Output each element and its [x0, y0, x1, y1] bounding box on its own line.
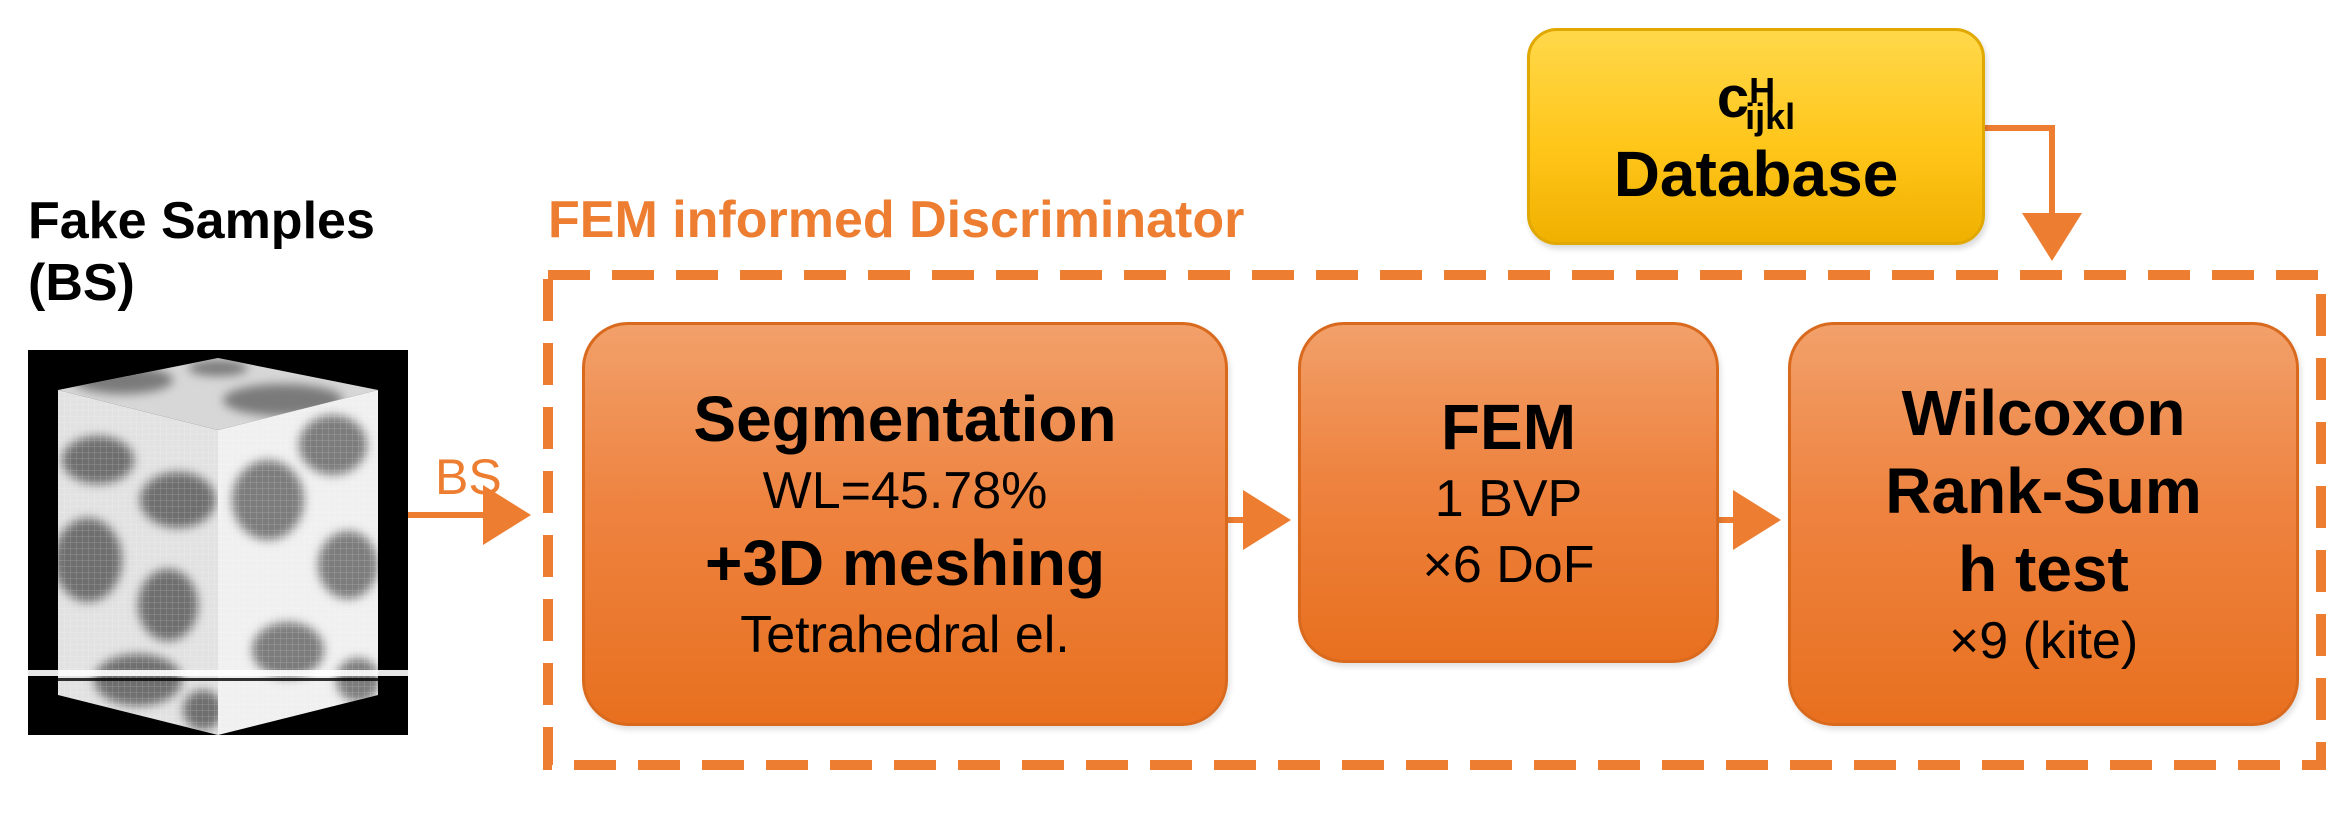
database-label: Database: [1613, 138, 1899, 210]
discriminator-title: FEM informed Discriminator: [548, 191, 1245, 249]
wilcoxon-count: ×9 (kite): [1948, 612, 2139, 670]
database-to-frame-arrow: [1979, 125, 2082, 261]
segmentation-wl: WL=45.78%: [762, 462, 1048, 520]
sample-cube-image: [28, 350, 408, 735]
wilcoxon-title-line3: h test: [1958, 533, 2129, 605]
fake-samples-title-line2: (BS): [28, 254, 135, 312]
stiffness-symbol-base: c: [1716, 65, 1750, 130]
element-type: Tetrahedral el.: [740, 606, 1070, 664]
fem-box: FEM 1 BVP ×6 DoF: [1298, 322, 1719, 663]
fem-title: FEM: [1440, 390, 1577, 463]
stiffness-symbol-sup: H: [1749, 70, 1776, 111]
discriminator-dashed-frame: [543, 270, 2326, 770]
segmentation-box: Segmentation WL=45.78% +3D meshing Tetra…: [582, 322, 1228, 726]
fem-dof: ×6 DoF: [1422, 535, 1595, 594]
stiffness-symbol: cHijkl: [1716, 65, 1796, 138]
segmentation-title: Segmentation: [693, 383, 1117, 455]
database-box: cHijkl Database: [1527, 28, 1985, 245]
fake-samples-title: Fake Samples (BS): [28, 190, 375, 314]
stiffness-symbol-sub: ijkl: [1745, 96, 1796, 137]
wilcoxon-box: Wilcoxon Rank-Sum h test ×9 (kite): [1788, 322, 2299, 726]
wilcoxon-title-line2: Rank-Sum: [1885, 455, 2202, 527]
fem-bvp: 1 BVP: [1434, 469, 1583, 528]
fake-samples-title-line1: Fake Samples: [28, 192, 375, 250]
wilcoxon-title-line1: Wilcoxon: [1901, 377, 2186, 449]
meshing-title: +3D meshing: [704, 527, 1106, 599]
